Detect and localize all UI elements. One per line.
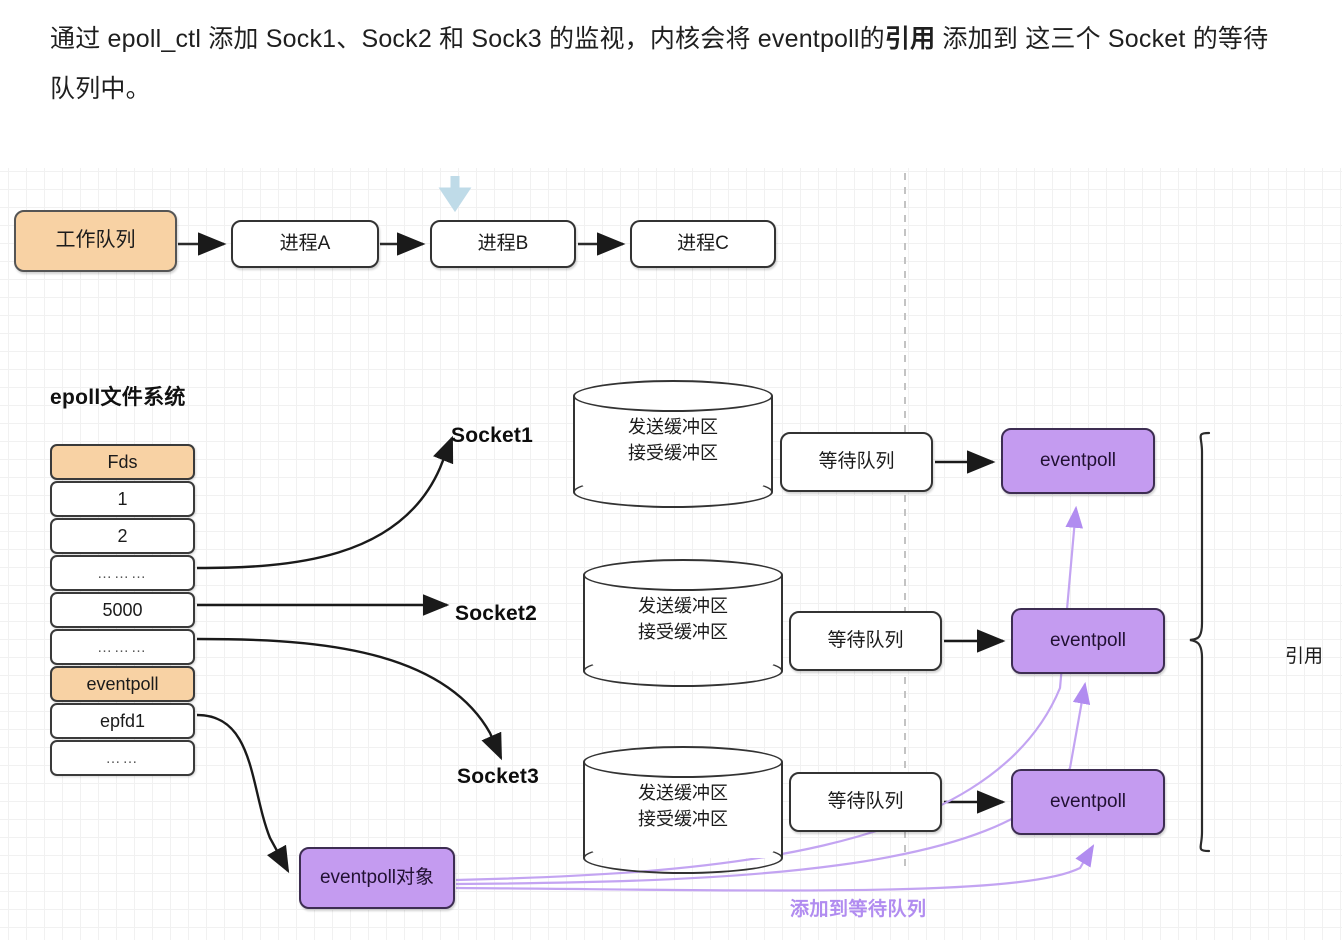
send-buffer-label: 发送缓冲区	[638, 596, 728, 616]
socket1-label: Socket1	[451, 424, 533, 447]
send-buffer-label: 发送缓冲区	[638, 783, 728, 803]
fds-row-eventpoll[interactable]: eventpoll	[50, 666, 195, 702]
socket3-buffer-cylinder[interactable]: 发送缓冲区 接受缓冲区	[583, 746, 783, 874]
socket2-buffer-text: 发送缓冲区 接受缓冲区	[583, 593, 783, 645]
page-caption: 通过 epoll_ctl 添加 Sock1、Sock2 和 Sock3 的监视，…	[50, 14, 1290, 114]
down-arrow-icon	[438, 176, 472, 213]
diagram-canvas: 工作队列 进程A 进程B 进程C epoll文件系统 Fds 1 2 ……… 5…	[0, 168, 1342, 940]
cylinder-top-edge	[583, 746, 783, 778]
eventpoll-label: eventpoll	[1049, 790, 1127, 812]
fds-row-2[interactable]: 2	[50, 518, 195, 554]
process-b-label: 进程B	[477, 232, 529, 254]
process-c-node[interactable]: 进程C	[630, 220, 776, 268]
caption-line1-part1: 通过 epoll_ctl 添加 Sock1、Sock2 和 Sock3 的监视，…	[50, 25, 885, 53]
process-a-node[interactable]: 进程A	[231, 220, 379, 268]
socket3-wait-queue-node[interactable]: 等待队列	[789, 772, 942, 832]
work-queue-label: 工作队列	[55, 229, 136, 252]
eventpoll-object-label: eventpoll对象	[319, 866, 435, 888]
recv-buffer-label: 接受缓冲区	[628, 443, 718, 463]
wait-queue-label: 等待队列	[827, 790, 904, 812]
recv-buffer-label: 接受缓冲区	[638, 809, 728, 829]
eventpoll-object-node[interactable]: eventpoll对象	[299, 847, 455, 909]
cylinder-bottom-edge	[583, 842, 783, 874]
reference-brace	[1189, 431, 1211, 853]
socket1-buffer-text: 发送缓冲区 接受缓冲区	[573, 414, 773, 466]
socket2-buffer-cylinder[interactable]: 发送缓冲区 接受缓冲区	[583, 559, 783, 687]
fds-row-epfd1[interactable]: epfd1	[50, 703, 195, 739]
fds-row-5000[interactable]: 5000	[50, 592, 195, 628]
fds-table: Fds 1 2 ……… 5000 ……… eventpoll epfd1 ……	[50, 444, 195, 777]
fds-row-ellipsis-2: ………	[50, 629, 195, 665]
work-queue-node[interactable]: 工作队列	[14, 210, 177, 272]
recv-buffer-label: 接受缓冲区	[638, 622, 728, 642]
fds-row-ellipsis-1: ………	[50, 555, 195, 591]
socket2-label: Socket2	[455, 602, 537, 625]
eventpoll-label: eventpoll	[1049, 629, 1127, 651]
wait-queue-label: 等待队列	[818, 450, 895, 472]
cylinder-bottom-edge	[583, 655, 783, 687]
socket3-buffer-text: 发送缓冲区 接受缓冲区	[583, 780, 783, 832]
caption-line2: 这三个 Socket 的等待队列中。	[50, 25, 1269, 103]
send-buffer-label: 发送缓冲区	[628, 417, 718, 437]
cylinder-bottom-edge	[573, 476, 773, 508]
cylinder-top-edge	[583, 559, 783, 591]
epoll-fs-title: epoll文件系统	[50, 386, 186, 409]
wait-queue-label: 等待队列	[827, 629, 904, 651]
socket3-eventpoll-node[interactable]: eventpoll	[1011, 769, 1165, 835]
eventpoll-label: eventpoll	[1039, 449, 1117, 471]
socket2-eventpoll-node[interactable]: eventpoll	[1011, 608, 1165, 674]
process-c-label: 进程C	[677, 232, 729, 254]
socket1-buffer-cylinder[interactable]: 发送缓冲区 接受缓冲区	[573, 380, 773, 508]
reference-brace-label: 引用	[1285, 646, 1324, 667]
socket2-wait-queue-node[interactable]: 等待队列	[789, 611, 942, 671]
cylinder-top-edge	[573, 380, 773, 412]
add-to-wait-queue-label: 添加到等待队列	[790, 899, 927, 920]
socket1-eventpoll-node[interactable]: eventpoll	[1001, 428, 1155, 494]
socket3-label: Socket3	[457, 765, 539, 788]
fds-header-cell: Fds	[50, 444, 195, 480]
caption-emphasis: 引用	[884, 25, 936, 53]
socket1-wait-queue-node[interactable]: 等待队列	[780, 432, 933, 492]
fds-row-ellipsis-3: ……	[50, 740, 195, 776]
fds-row-1[interactable]: 1	[50, 481, 195, 517]
process-a-label: 进程A	[279, 232, 331, 254]
caption-line1-part3: 添加到	[935, 25, 1019, 53]
process-b-node[interactable]: 进程B	[430, 220, 576, 268]
